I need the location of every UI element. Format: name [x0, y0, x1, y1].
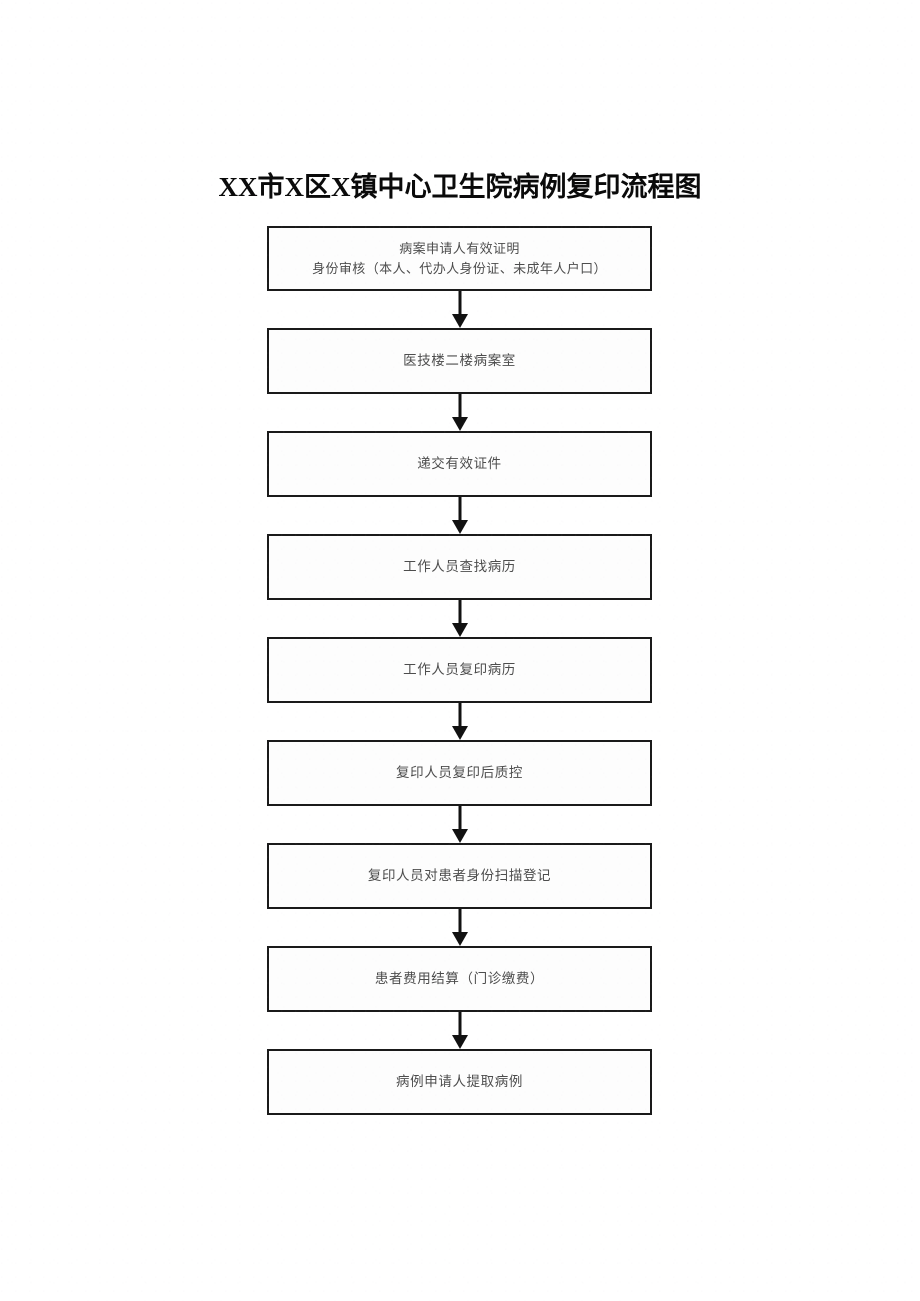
flow-node-9: 病例申请人提取病例 — [267, 1049, 652, 1115]
flow-connector-1 — [267, 291, 652, 328]
arrow-down-icon — [451, 829, 468, 843]
arrow-down-icon — [451, 1035, 468, 1049]
flow-node-2-label: 医技楼二楼病案室 — [403, 353, 516, 368]
flow-node-3-label: 递交有效证件 — [417, 456, 502, 471]
flow-connector-2 — [267, 394, 652, 431]
arrow-down-icon — [451, 623, 468, 637]
arrow-shaft-icon — [458, 497, 461, 523]
flow-connector-5 — [267, 703, 652, 740]
flow-node-2: 医技楼二楼病案室 — [267, 328, 652, 394]
flow-connector-6 — [267, 806, 652, 843]
flow-node-8: 患者费用结算（门诊缴费） — [267, 946, 652, 1012]
arrow-shaft-icon — [458, 394, 461, 420]
flow-node-7: 复印人员对患者身份扫描登记 — [267, 843, 652, 909]
page-title: XX市X区X镇中心卫生院病例复印流程图 — [218, 172, 702, 203]
flow-node-7-label: 复印人员对患者身份扫描登记 — [367, 868, 552, 883]
flowchart: 病案申请人有效证明 身份审核（本人、代办人身份证、未成年人户口） 医技楼二楼病案… — [267, 226, 652, 1115]
arrow-shaft-icon — [458, 600, 461, 626]
flow-node-1: 病案申请人有效证明 身份审核（本人、代办人身份证、未成年人户口） — [267, 226, 652, 291]
flow-connector-8 — [267, 1012, 652, 1049]
flow-node-3: 递交有效证件 — [267, 431, 652, 497]
flow-node-6-label: 复印人员复印后质控 — [396, 765, 523, 780]
flow-node-4: 工作人员查找病历 — [267, 534, 652, 600]
arrow-down-icon — [451, 314, 468, 328]
flow-node-9-label: 病例申请人提取病例 — [396, 1074, 523, 1089]
arrow-down-icon — [451, 417, 468, 431]
flow-node-5-label: 工作人员复印病历 — [403, 662, 516, 677]
flow-connector-3 — [267, 497, 652, 534]
arrow-shaft-icon — [458, 806, 461, 832]
arrow-shaft-icon — [458, 909, 461, 935]
arrow-shaft-icon — [458, 703, 461, 729]
arrow-shaft-icon — [458, 1012, 461, 1038]
arrow-shaft-icon — [458, 291, 461, 317]
flow-node-4-label: 工作人员查找病历 — [403, 559, 516, 574]
flow-node-1-label: 病案申请人有效证明 身份审核（本人、代办人身份证、未成年人户口） — [312, 240, 607, 276]
arrow-down-icon — [451, 932, 468, 946]
flow-node-8-label: 患者费用结算（门诊缴费） — [374, 971, 545, 986]
flow-node-6: 复印人员复印后质控 — [267, 740, 652, 806]
flow-connector-4 — [267, 600, 652, 637]
flow-connector-7 — [267, 909, 652, 946]
flow-node-5: 工作人员复印病历 — [267, 637, 652, 703]
arrow-down-icon — [451, 520, 468, 534]
arrow-down-icon — [451, 726, 468, 740]
